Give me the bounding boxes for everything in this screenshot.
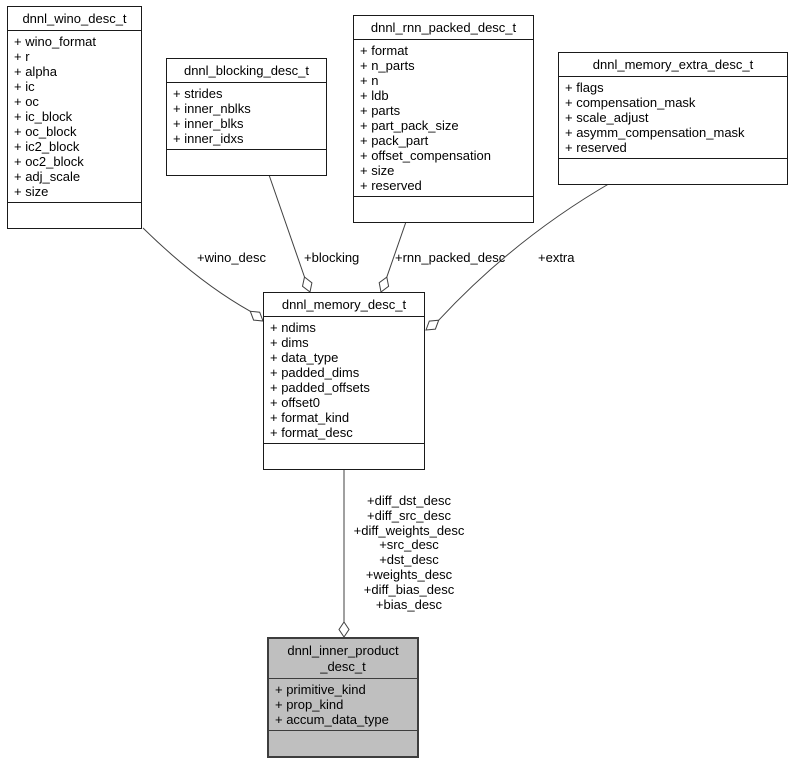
edge-label-extra: +extra	[538, 250, 575, 265]
class-box-dnnl-blocking-desc-t[interactable]: dnnl_blocking_desc_t + strides+ inner_nb…	[166, 58, 327, 176]
class-box-dnnl-rnn-packed-desc-t[interactable]: dnnl_rnn_packed_desc_t + format+ n_parts…	[353, 15, 534, 223]
member-row: + size	[14, 184, 49, 199]
edge-label-line: +diff_weights_desc	[353, 522, 465, 538]
member-row: + parts	[360, 103, 401, 118]
class-box-dnnl-memory-desc-t[interactable]: dnnl_memory_desc_t + ndims+ dims+ data_t…	[263, 292, 425, 470]
edge-label-block-memory-descs: +diff_dst_desc+diff_src_desc+diff_weight…	[342, 493, 476, 612]
edge-label-line: +diff_dst_desc	[367, 493, 451, 508]
methods-compartment	[559, 159, 787, 184]
member-row: + n	[360, 73, 379, 88]
member-row: + padded_dims	[270, 365, 360, 380]
member-row: + alpha	[14, 64, 58, 79]
edge-label-blocking: +blocking	[304, 250, 360, 265]
member-row: + oc_block	[14, 124, 77, 139]
class-title-line1: dnnl_inner_product	[287, 643, 399, 658]
aggregation-diamond-blocking	[301, 276, 313, 293]
class-title: dnnl_memory_desc_t	[264, 293, 424, 317]
member-row: + part_pack_size	[360, 118, 459, 133]
member-row: + pack_part	[360, 133, 429, 148]
class-fields: + wino_format+ r+ alpha+ ic+ oc+ ic_bloc…	[8, 31, 141, 203]
member-row: + ndims	[270, 320, 316, 335]
edge-label-line: +diff_bias_desc	[363, 581, 455, 597]
edge-label-line: +dst_desc	[379, 552, 439, 568]
member-row: + reserved	[565, 140, 627, 155]
class-title: dnnl_blocking_desc_t	[167, 59, 326, 83]
member-row: + wino_format	[14, 34, 97, 49]
methods-compartment	[167, 150, 326, 175]
member-row: + format_desc	[270, 425, 353, 440]
edge-blocking	[267, 171, 305, 278]
edge-extra	[438, 181, 613, 321]
class-title: dnnl_wino_desc_t	[8, 7, 141, 31]
edge-label-rnn-packed-desc: +rnn_packed_desc	[395, 250, 506, 265]
edge-label-wino-desc: +wino_desc	[197, 250, 267, 265]
member-row: + inner_idxs	[173, 131, 244, 146]
member-row: + compensation_mask	[565, 95, 696, 110]
edge-wino-desc	[142, 227, 251, 312]
methods-compartment	[269, 731, 417, 756]
class-title: dnnl_rnn_packed_desc_t	[354, 16, 533, 40]
member-row: + offset_compensation	[360, 148, 491, 163]
member-row: + size	[360, 163, 395, 178]
member-row: + strides	[173, 86, 223, 101]
class-box-dnnl-inner-product-desc-t[interactable]: dnnl_inner_product _desc_t + primitive_k…	[267, 637, 419, 758]
aggregation-diamond-inner-product	[338, 621, 350, 638]
aggregation-diamond-wino	[249, 310, 264, 322]
class-fields: + format+ n_parts+ n+ ldb+ parts+ part_p…	[354, 40, 533, 197]
edge-label-line: +diff_src_desc	[367, 507, 451, 523]
member-row: + adj_scale	[14, 169, 81, 184]
class-fields: + ndims+ dims+ data_type+ padded_dims+ p…	[264, 317, 424, 444]
edge-label-line: +bias_desc	[375, 596, 443, 612]
member-row: + accum_data_type	[275, 712, 389, 727]
methods-compartment	[354, 197, 533, 222]
member-row: + offset0	[270, 395, 320, 410]
class-title: dnnl_memory_extra_desc_t	[559, 53, 787, 77]
member-row: + ic2_block	[14, 139, 80, 154]
class-fields: + strides+ inner_nblks+ inner_blks+ inne…	[167, 83, 326, 150]
member-row: + scale_adjust	[565, 110, 649, 125]
member-row: + flags	[565, 80, 604, 95]
member-row: + ic	[14, 79, 35, 94]
member-row: + dims	[270, 335, 309, 350]
member-row: + format	[360, 43, 409, 58]
class-fields: + primitive_kind+ prop_kind+ accum_data_…	[269, 679, 417, 731]
class-fields: + flags+ compensation_mask+ scale_adjust…	[559, 77, 787, 159]
aggregation-diamond-extra	[425, 319, 440, 331]
edge-label-line: +src_desc	[379, 537, 439, 553]
member-row: + oc	[14, 94, 39, 109]
member-row: + inner_blks	[173, 116, 244, 131]
member-row: + prop_kind	[275, 697, 344, 712]
class-box-dnnl-memory-extra-desc-t[interactable]: dnnl_memory_extra_desc_t + flags+ compen…	[558, 52, 788, 185]
methods-compartment	[8, 203, 141, 228]
member-row: + r	[14, 49, 30, 64]
member-row: + ic_block	[14, 109, 73, 124]
member-row: + n_parts	[360, 58, 415, 73]
member-row: + primitive_kind	[275, 682, 366, 697]
member-row: + reserved	[360, 178, 422, 193]
member-row: + inner_nblks	[173, 101, 251, 116]
class-box-dnnl-wino-desc-t[interactable]: dnnl_wino_desc_t + wino_format+ r+ alpha…	[7, 6, 142, 229]
aggregation-diamond-rnn-packed	[378, 276, 390, 293]
member-row: + format_kind	[270, 410, 350, 425]
member-row: + ldb	[360, 88, 389, 103]
class-title-line2: _desc_t	[320, 659, 366, 674]
member-row: + oc2_block	[14, 154, 84, 169]
member-row: + padded_offsets	[270, 380, 370, 395]
methods-compartment	[264, 444, 424, 469]
member-row: + data_type	[270, 350, 339, 365]
edge-label-line: +weights_desc	[365, 566, 453, 582]
edge-rnn-packed-desc	[386, 215, 409, 278]
member-row: + asymm_compensation_mask	[565, 125, 745, 140]
class-title: dnnl_inner_product _desc_t	[269, 639, 417, 679]
